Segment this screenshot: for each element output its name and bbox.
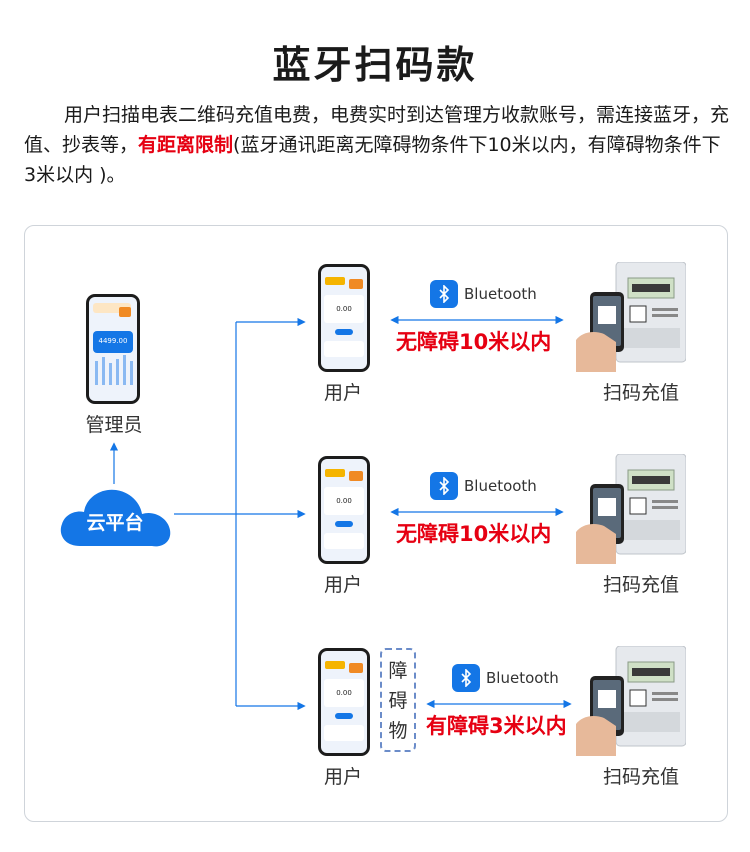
bluetooth-icon [430, 280, 458, 308]
bluetooth-badge-2: Bluetooth [430, 472, 537, 500]
user-amount-3: 0.00 [336, 689, 352, 697]
bluetooth-badge-1: Bluetooth [430, 280, 537, 308]
bluetooth-badge-3: Bluetooth [452, 664, 559, 692]
cloud-icon [60, 489, 171, 547]
page-title: 蓝牙扫码款 [272, 43, 478, 87]
obstacle-char-2: 碍 [388, 690, 408, 712]
cloud-label: 云平台 [86, 512, 144, 534]
admin-phone: 4499.00 [86, 294, 140, 404]
user-phone-3: 0.00 [318, 648, 370, 756]
distance-label-3: 有障碍3米以内 [426, 714, 567, 738]
user-phone-2: 0.00 [318, 456, 370, 564]
meter-scan-image-1 [576, 262, 686, 372]
scan-label-3: 扫码充值 [602, 766, 679, 788]
intro-text-1: 用户扫描电表二维码充值电费，电费实时到达管理方收款账号，需连接蓝牙，充值、抄表等… [24, 104, 730, 156]
user-amount-2: 0.00 [336, 497, 352, 505]
bluetooth-icon [430, 472, 458, 500]
distance-label-1: 无障碍10米以内 [396, 330, 552, 354]
distance-label-2: 无障碍10米以内 [396, 522, 552, 546]
user-phone-1: 0.00 [318, 264, 370, 372]
bluetooth-label-2: Bluetooth [464, 477, 537, 495]
intro-text-2: (蓝牙通讯距离无障碍物条件下10米以内，有障碍物条件下3米以内 )。 [24, 134, 721, 186]
bluetooth-label-3: Bluetooth [486, 669, 559, 687]
obstacle-char-1: 障 [388, 660, 408, 682]
meter-scan-image-2 [576, 454, 686, 564]
obstacle-box: 障 碍 物 [380, 648, 416, 752]
scan-label-2: 扫码充值 [602, 574, 679, 596]
bluetooth-icon [452, 664, 480, 692]
bluetooth-label-1: Bluetooth [464, 285, 537, 303]
user-label-1: 用户 [323, 382, 362, 404]
admin-amount: 4499.00 [98, 337, 128, 345]
user-amount-1: 0.00 [336, 305, 352, 313]
distance-limit-highlight: 有距离限制 [138, 134, 234, 156]
admin-label: 管理员 [85, 414, 143, 436]
obstacle-char-3: 物 [388, 720, 408, 742]
user-label-2: 用户 [323, 574, 362, 596]
scan-label-1: 扫码充值 [602, 382, 679, 404]
user-label-3: 用户 [323, 766, 362, 788]
meter-scan-image-3 [576, 646, 686, 756]
intro-paragraph: 用户扫描电表二维码充值电费，电费实时到达管理方收款账号，需连接蓝牙，充值、抄表等… [24, 100, 729, 190]
